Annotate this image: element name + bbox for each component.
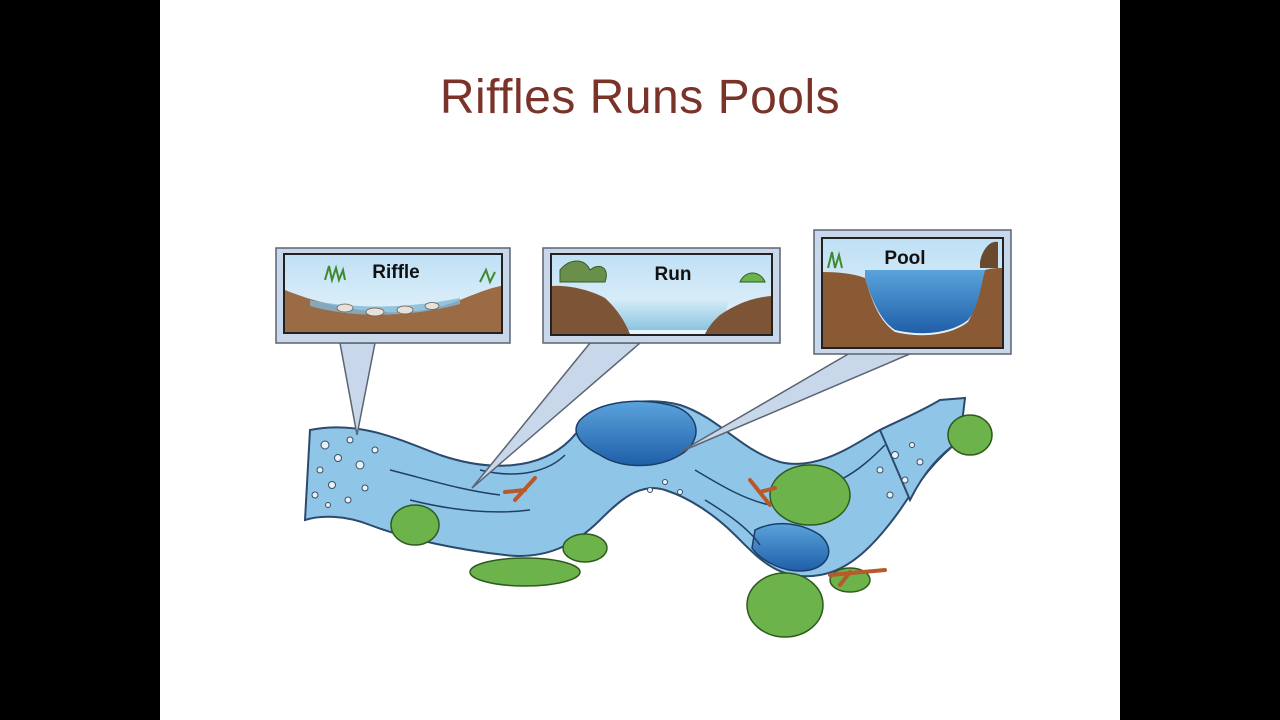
river xyxy=(303,396,993,638)
slide: Riffles Runs Pools xyxy=(160,0,1120,720)
callout-label-riffle: Riffle xyxy=(372,262,420,283)
pool-deep-area-lower xyxy=(751,522,830,572)
woody-debris xyxy=(503,476,887,587)
pool-water xyxy=(865,270,985,334)
callout-pool: Pool xyxy=(813,229,1012,355)
riffle-pointer xyxy=(339,342,376,436)
flow-lines xyxy=(389,444,886,546)
slide-title: Riffles Runs Pools xyxy=(439,71,841,124)
callout-run: Run xyxy=(542,247,781,344)
riffle-streambed xyxy=(285,286,501,332)
callout-riffle: Riffle xyxy=(275,247,511,344)
run-bank-right xyxy=(705,296,771,334)
callout-label-run: Run xyxy=(655,264,692,285)
riverbank-vegetation xyxy=(390,414,993,638)
callout-pointers xyxy=(339,342,913,489)
riffle-rocks xyxy=(311,436,924,508)
pool-deep-area xyxy=(575,400,697,467)
run-water xyxy=(600,298,730,330)
stream-diagram: Riffle Run Pool xyxy=(275,229,1012,638)
pool-banks xyxy=(823,268,1002,347)
callout-label-pool: Pool xyxy=(884,248,925,269)
run-bank-left xyxy=(552,285,630,334)
